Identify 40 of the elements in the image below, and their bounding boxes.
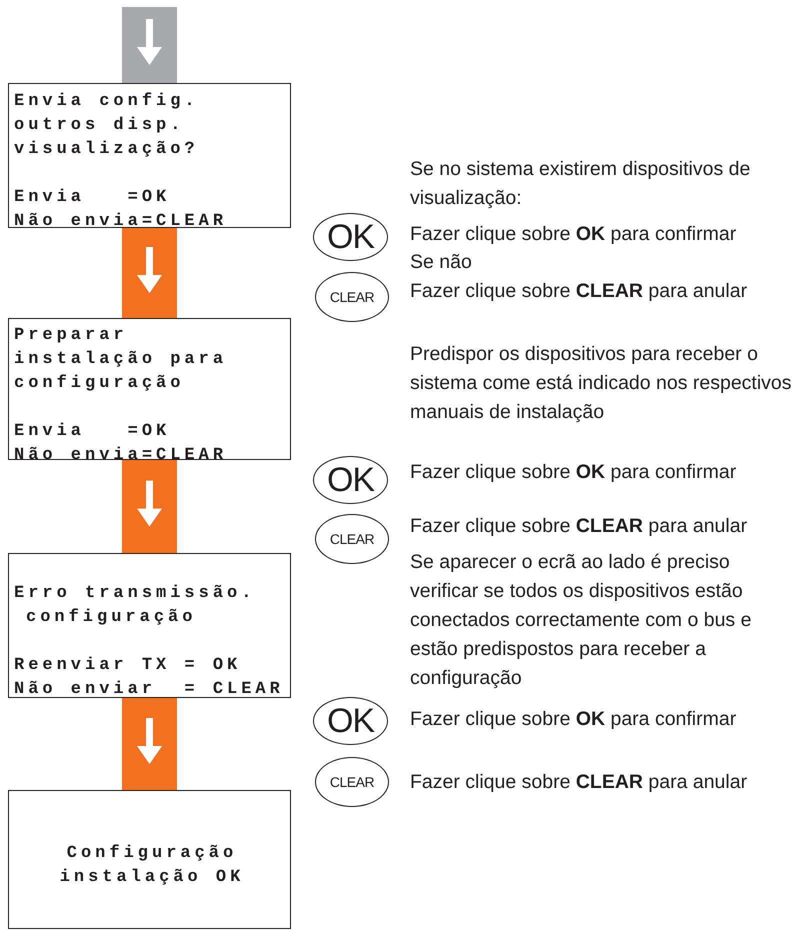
instruction-text: Fazer clique sobre OK para confirmar	[410, 460, 738, 485]
instruction-text: Fazer clique sobre CLEAR para anular	[410, 279, 748, 304]
lcd-screen	[8, 83, 291, 228]
clear-key: CLEAR	[315, 757, 389, 807]
screen-text: Envia =OK	[14, 421, 170, 443]
screen-text: configuração	[26, 607, 196, 629]
screen-text: instalação para	[14, 349, 228, 371]
screen-text: Envia config.	[14, 91, 199, 113]
instruction-text: Se aparecer o ecrã ao lado é preciso verificar se todos os dispositivos estão conectados correctamente com o bus e estão predispostos para receber a configuração	[410, 550, 752, 691]
lcd-screen	[8, 318, 291, 460]
block-arrow	[122, 7, 177, 83]
screen-text: Não envia=CLEAR	[14, 445, 228, 467]
instruction-text: Fazer clique sobre CLEAR para anular	[410, 514, 748, 539]
screen-text: Preparar	[14, 325, 128, 347]
screen-text: configuração	[14, 373, 184, 395]
instruction-text: Fazer clique sobre OK para confirmar	[410, 707, 738, 732]
lcd-screen	[8, 790, 291, 929]
ok-key: OK	[313, 456, 388, 504]
screen-text: Envia =OK	[14, 187, 170, 209]
instruction-text: Fazer clique sobre OK para confirmar	[410, 222, 738, 247]
ok-key: OK	[313, 697, 388, 745]
block-arrow	[122, 698, 177, 790]
screen-text: Reenviar TX = OK	[14, 655, 242, 677]
instruction-text: Fazer clique sobre CLEAR para anular	[410, 770, 748, 795]
lcd-screen	[8, 553, 291, 698]
instruction-text: Se no sistema existirem dispositivos de visualização:	[410, 157, 752, 211]
screen-text: Erro transmissão.	[14, 583, 256, 605]
ok-key: OK	[313, 213, 388, 261]
clear-key: CLEAR	[315, 514, 389, 564]
screen-text: Não enviar = CLEAR	[14, 679, 284, 701]
screen-text: Não envia=CLEAR	[14, 211, 228, 233]
instruction-text: Se não	[410, 250, 473, 275]
screen-text: outros disp.	[14, 115, 184, 137]
screen-text: Configuração	[66, 843, 238, 865]
block-arrow	[122, 460, 177, 553]
clear-key: CLEAR	[315, 272, 389, 322]
instruction-text: Predispor os dispositivos para receber o sistema come está indicado nos respectivos manuais de instalação	[410, 342, 793, 425]
block-arrow	[122, 228, 177, 318]
screen-text: instalação OK	[60, 867, 244, 889]
screen-text: visualização?	[14, 139, 199, 161]
